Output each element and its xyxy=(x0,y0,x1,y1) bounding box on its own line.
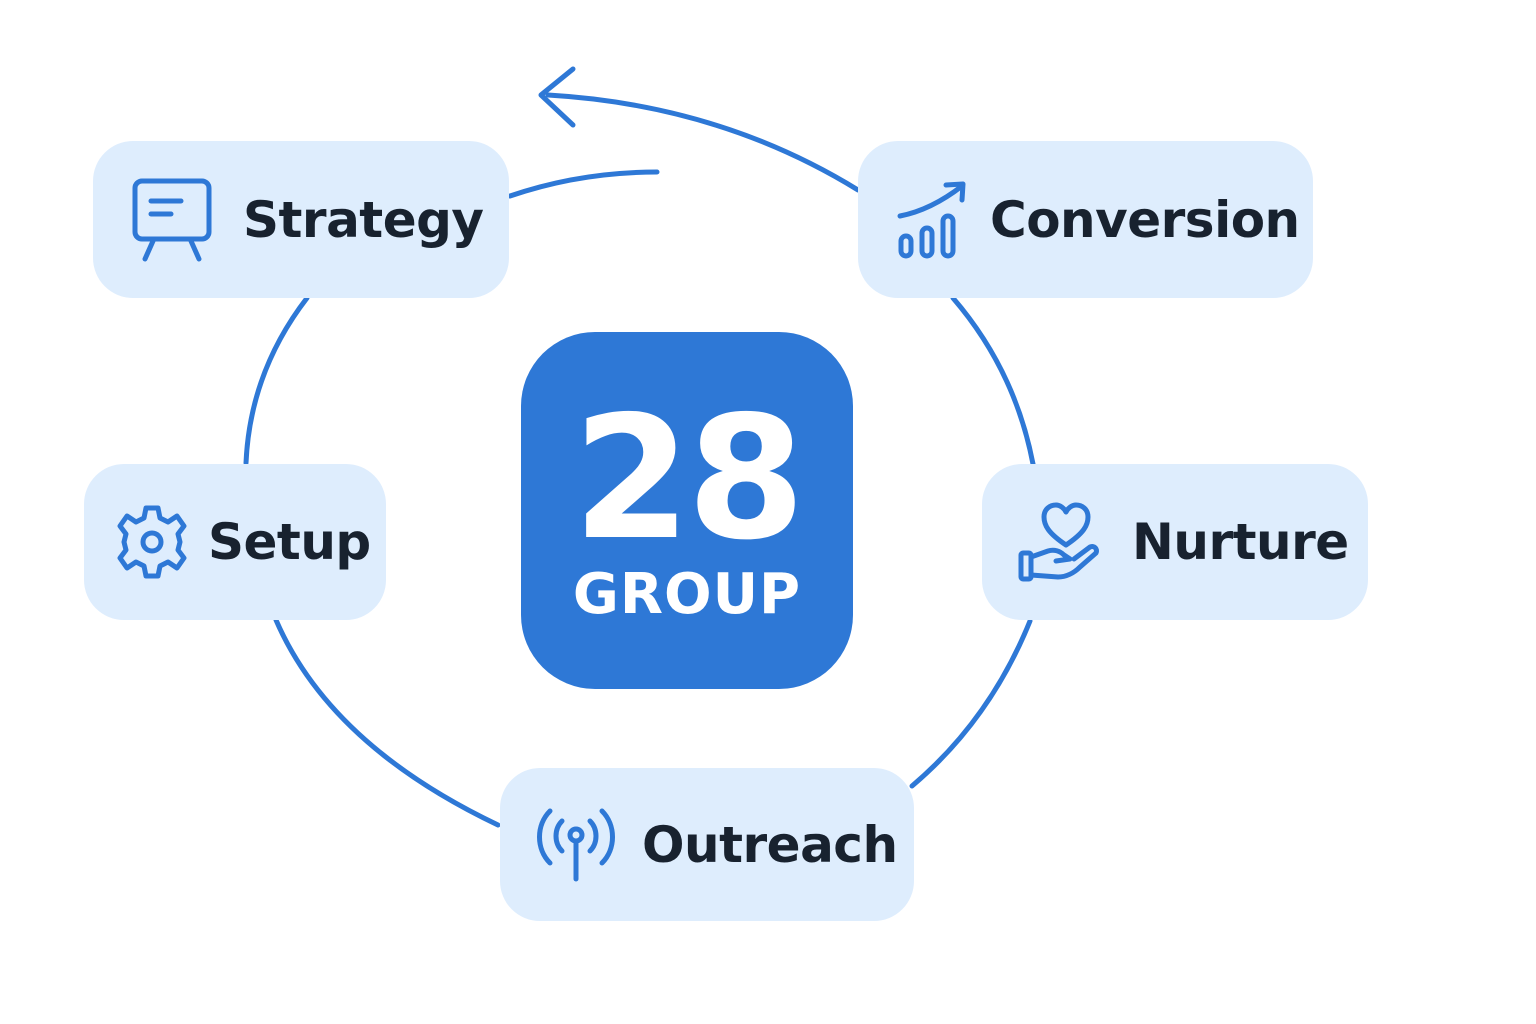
cycle-arc-nurture-outreach xyxy=(909,618,1033,789)
stage-strategy[interactable]: Strategy xyxy=(93,141,509,298)
center-label: GROUP xyxy=(572,562,802,627)
cycle-arrowhead xyxy=(538,66,576,128)
cycle-arc-outreach-setup xyxy=(273,617,501,828)
center-group-badge: 28 GROUP xyxy=(521,332,853,689)
cycle-arc-conversion-nurture xyxy=(950,295,1036,467)
stage-outreach[interactable]: Outreach xyxy=(500,768,914,921)
stage-conversion[interactable]: Conversion xyxy=(858,141,1313,298)
cycle-arc-conversion-to-top xyxy=(545,92,861,193)
stage-label: Strategy xyxy=(243,190,484,249)
center-number: 28 xyxy=(572,380,806,578)
stage-label: Nurture xyxy=(1132,513,1349,571)
presentation-board-icon xyxy=(131,177,213,263)
gear-icon xyxy=(116,504,188,580)
stage-label: Outreach xyxy=(642,815,898,874)
cycle-arc-setup-strategy xyxy=(243,295,310,466)
cycle-arc-strategy-top xyxy=(507,169,660,199)
stage-nurture[interactable]: Nurture xyxy=(982,464,1368,620)
stage-setup[interactable]: Setup xyxy=(84,464,386,620)
growth-chart-icon xyxy=(896,180,970,260)
stage-label: Setup xyxy=(208,513,371,571)
heart-hand-icon xyxy=(1018,501,1100,583)
stage-label: Conversion xyxy=(990,190,1300,249)
broadcast-antenna-icon xyxy=(536,807,616,883)
